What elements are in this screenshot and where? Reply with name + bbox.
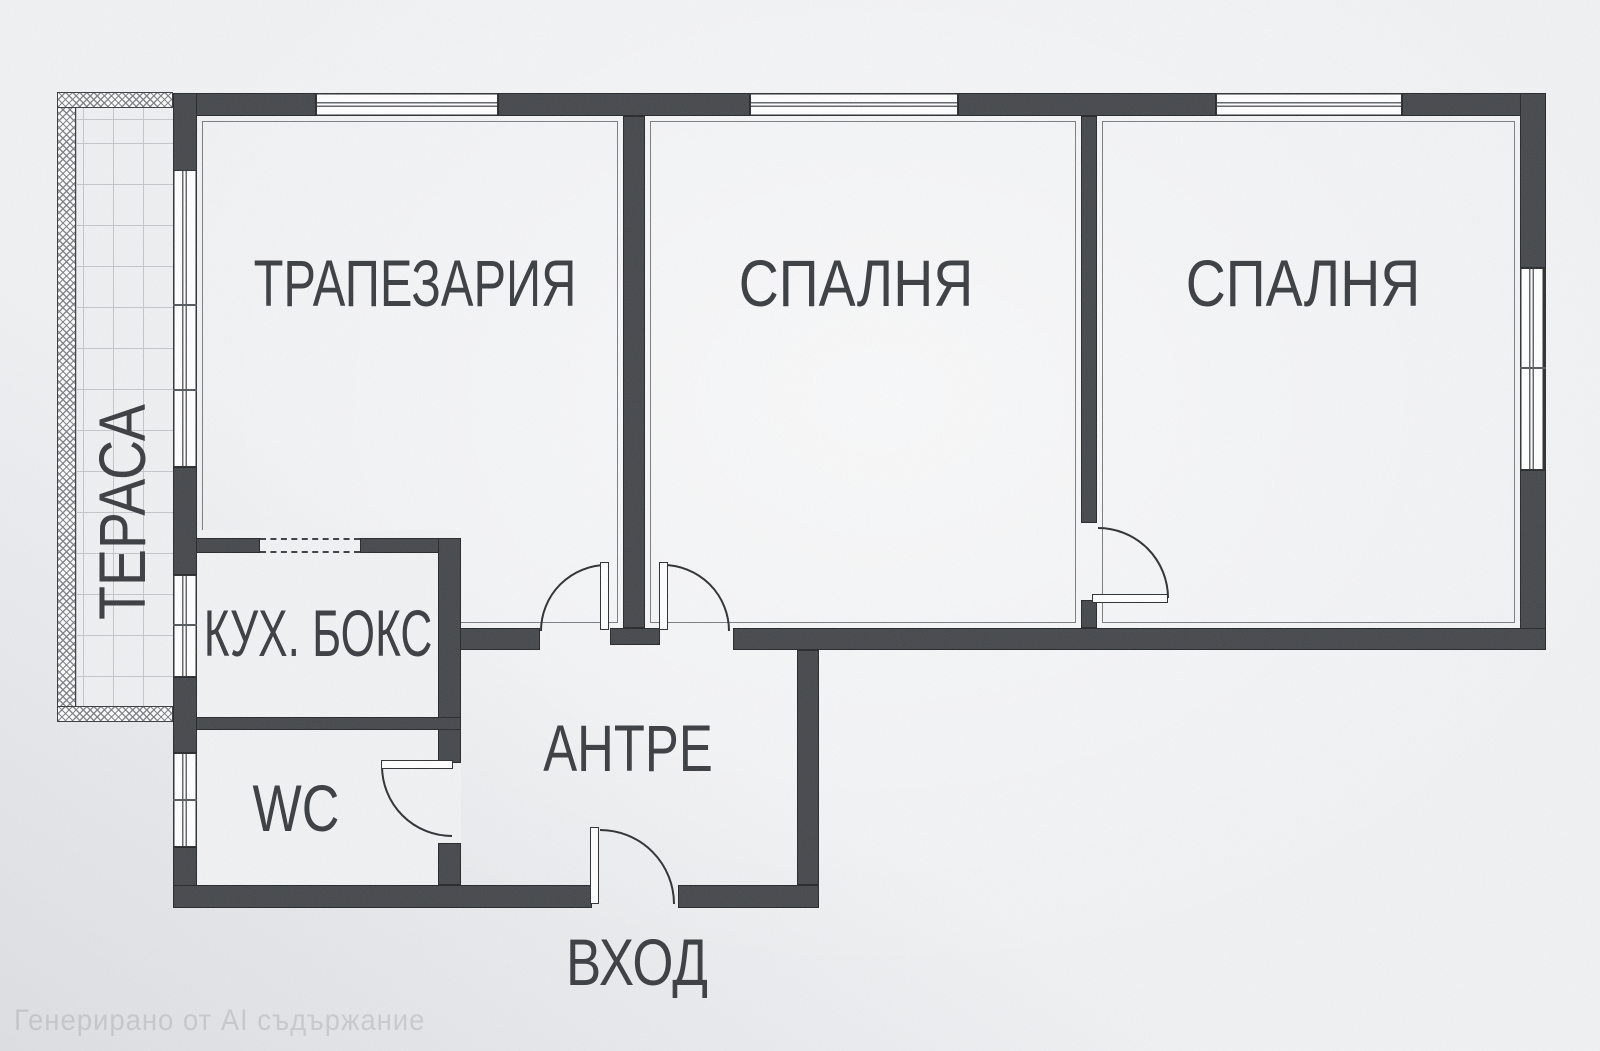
window-bedroom2-right <box>1520 268 1546 470</box>
wall-right-1 <box>1520 93 1546 268</box>
window-dining-terrace <box>173 170 197 467</box>
room-label-entrance: ВХОД <box>565 925 709 999</box>
wall-top-2 <box>498 93 750 116</box>
door-leaf-entrance <box>590 827 599 904</box>
door-arc-dining <box>540 564 608 632</box>
window-kitchen-terrace <box>173 575 197 677</box>
door-arc-bedroom1 <box>662 564 730 632</box>
window-transom <box>1520 367 1546 369</box>
window-transom <box>173 389 197 391</box>
terrace-railing-top <box>57 92 173 108</box>
terrace-railing-bottom <box>57 706 173 722</box>
door-leaf-dining <box>600 562 609 630</box>
wall-left-1 <box>173 93 197 172</box>
wall-kitchen-top-left <box>196 538 260 553</box>
bedroom1-inner-outline <box>650 121 1076 623</box>
window-transom <box>173 624 197 626</box>
watermark: Генерирано от AI съдържание <box>14 1004 426 1037</box>
window-transom <box>173 304 197 306</box>
door-leaf-wc <box>381 760 453 769</box>
wall-bedroom2-door-stub <box>1081 600 1097 628</box>
window-dining-top <box>316 93 498 116</box>
door-arc-entrance <box>599 829 675 905</box>
wall-dining-bedroom1-divider <box>623 116 645 628</box>
wall-door-column <box>610 628 660 645</box>
room-label-kitchen: КУХ. БОКС <box>203 596 433 670</box>
wall-hall-right <box>797 650 819 885</box>
wall-bottom-left <box>173 885 592 908</box>
room-label-wc: WC <box>252 771 340 845</box>
wall-right-2 <box>1520 470 1546 650</box>
door-arc-bedroom2 <box>1097 527 1169 599</box>
room-label-terrace: ТЕРАСА <box>85 404 159 620</box>
door-arc-wc <box>381 765 453 837</box>
wall-bedrooms-bottom <box>733 628 1546 650</box>
door-leaf-bedroom2 <box>1092 594 1168 603</box>
terrace-railing-left <box>57 92 76 722</box>
room-label-dining: ТРАПЕЗАРИЯ <box>253 246 577 320</box>
wall-bedroom1-bedroom2-divider <box>1081 116 1097 523</box>
window-bedroom1-top <box>750 93 958 116</box>
wall-bottom-right <box>678 885 819 908</box>
wall-left-3 <box>173 677 197 753</box>
wall-left-2 <box>173 467 197 575</box>
wall-kitchen-wc-divider <box>196 717 461 730</box>
room-label-bedroom2: СПАЛНЯ <box>1185 246 1421 320</box>
wall-top-3 <box>958 93 1216 116</box>
room-label-hall: АНТРЕ <box>543 711 713 785</box>
door-leaf-bedroom1 <box>659 562 668 630</box>
window-bedroom2-top <box>1216 93 1402 116</box>
window-transom <box>173 799 197 801</box>
room-label-bedroom1: СПАЛНЯ <box>738 246 974 320</box>
wall-kitchen-right-lower <box>438 843 461 885</box>
kitchen-open-counter-dashed <box>260 538 360 553</box>
